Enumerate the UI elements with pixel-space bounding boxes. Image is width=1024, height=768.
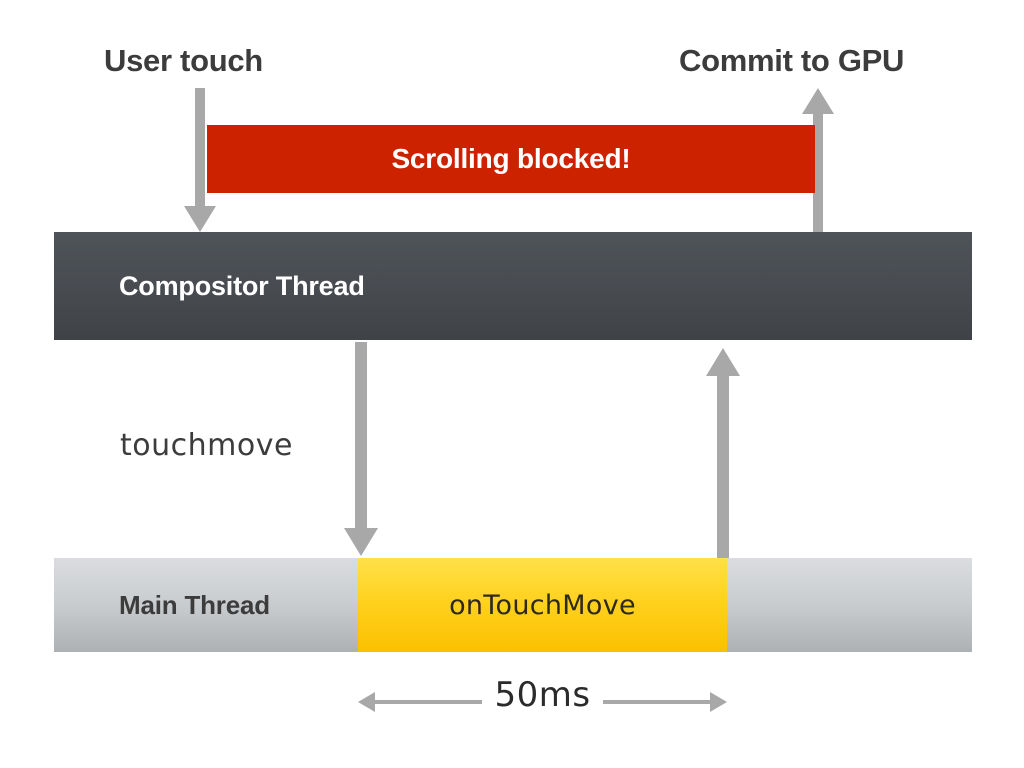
- compositor-thread-bar: Compositor Thread: [54, 232, 972, 340]
- touchmove-event-label: touchmove: [120, 428, 293, 463]
- compositor-thread-label: Compositor Thread: [119, 270, 365, 301]
- main-thread-label: Main Thread: [119, 589, 270, 620]
- user-touch-label: User touch: [104, 43, 263, 78]
- measure-line-left: [372, 700, 482, 704]
- scrolling-blocked-label: Scrolling blocked!: [391, 143, 631, 174]
- scrolling-blocked-bar: Scrolling blocked!: [207, 125, 815, 193]
- on-touch-move-label: onTouchMove: [449, 589, 636, 621]
- touchmove-down-arrow-icon: [344, 528, 378, 556]
- touchmove-arrow-shaft: [355, 342, 367, 532]
- user-touch-down-arrow-icon: [184, 206, 216, 232]
- left-arrowhead-icon: [358, 692, 375, 712]
- duration-label: 50ms: [494, 675, 591, 715]
- return-arrow-shaft: [717, 375, 729, 558]
- duration-measure: 50ms: [358, 675, 727, 731]
- commit-to-gpu-up-arrow-icon: [802, 88, 834, 114]
- return-up-arrow-icon: [706, 348, 740, 376]
- measure-line-right: [603, 700, 713, 704]
- commit-to-gpu-arrow-shaft: [813, 114, 823, 232]
- right-arrowhead-icon: [710, 692, 727, 712]
- on-touch-move-block: onTouchMove: [358, 558, 727, 652]
- user-touch-arrow-shaft: [195, 88, 205, 210]
- commit-to-gpu-label: Commit to GPU: [679, 43, 905, 78]
